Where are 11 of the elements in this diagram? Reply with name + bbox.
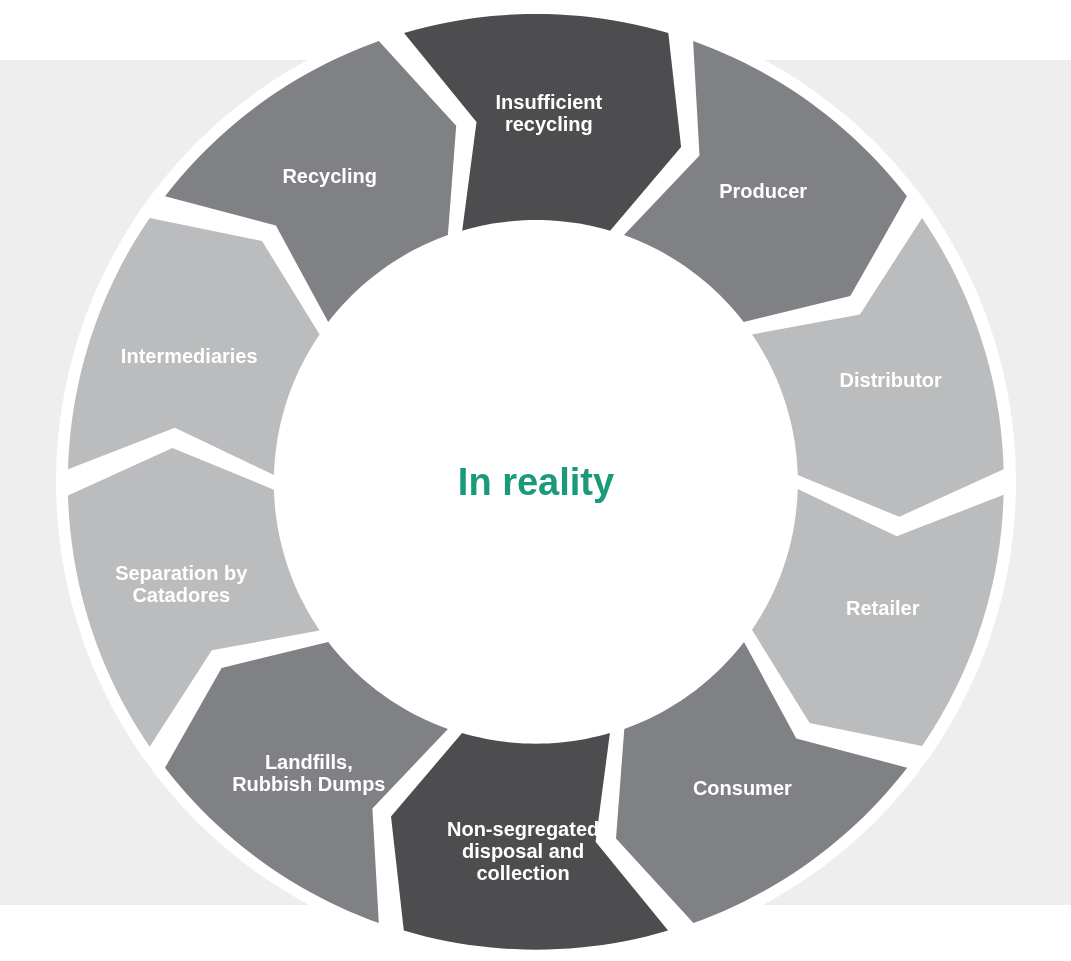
segment-label: Retailer [845, 597, 921, 620]
segment-label: Non-segregated disposal and collection [446, 817, 601, 884]
segment-label: Recycling [281, 165, 378, 188]
segment-label: Landfills, Rubbish Dumps [231, 750, 387, 795]
segment-label: Consumer [691, 776, 793, 799]
segment-label: Distributor [838, 369, 943, 392]
segment-label: Producer [718, 180, 809, 203]
segment-label: Intermediaries [119, 344, 259, 367]
segment-label: Separation by Catadores [114, 561, 249, 606]
segment-label: Insufficient recycling [494, 91, 604, 136]
center-title: In reality [457, 460, 615, 504]
